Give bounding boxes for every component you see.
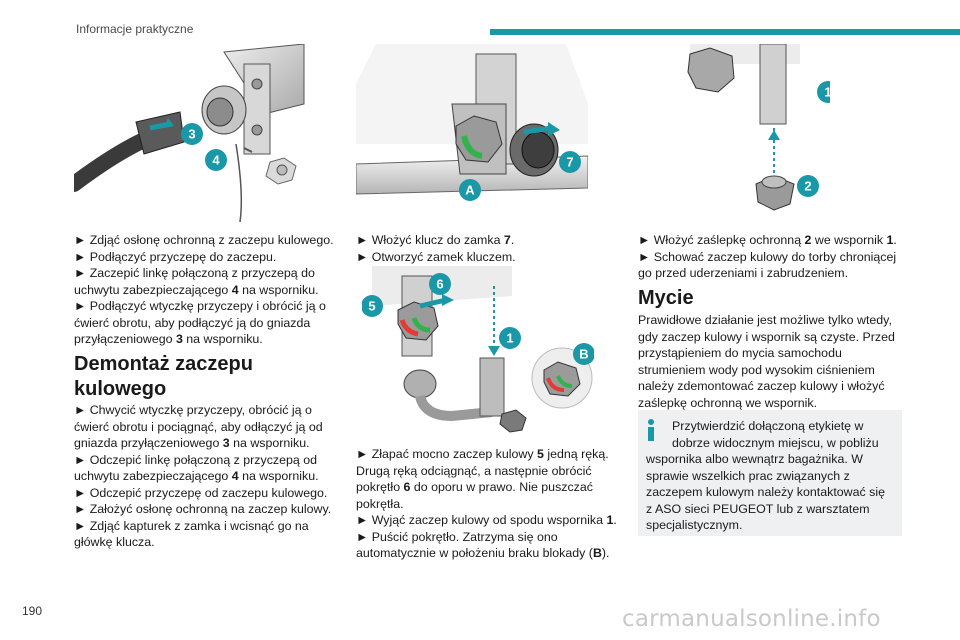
figure-insert-key: 7 A: [356, 44, 588, 220]
col3-body-mycie: Prawidłowe działanie jest możliwe tylko …: [638, 313, 895, 410]
callout-7: 7: [566, 155, 573, 170]
callout-B: B: [579, 347, 588, 362]
figure-remove-ball: 5 6 1 B: [362, 266, 594, 434]
heading-mycie: Mycie: [638, 287, 694, 309]
step: ► Założyć osłonę ochronną na zaczep kulo…: [74, 502, 332, 516]
step: ► Puścić pokrętło. Zatrzyma się ono auto…: [356, 529, 610, 561]
callout-2: 2: [804, 179, 811, 194]
figure-connect-trailer: 3 4: [74, 44, 306, 224]
step: ► Złapać mocno zaczep kulowy 5 jedną ręk…: [356, 447, 609, 511]
callout-5: 5: [368, 299, 375, 314]
col1-steps-connect: ► Zdjąć osłonę ochronną z zaczepu kulowe…: [74, 232, 336, 348]
info-text-rest: wspornika albo wewnątrz bagażnika. W spr…: [646, 452, 885, 532]
col2-steps-remove: ► Złapać mocno zaczep kulowy 5 jedną ręk…: [356, 446, 618, 562]
page-number: 190: [22, 604, 43, 618]
step: ► Otworzyć zamek kluczem.: [356, 249, 516, 264]
step: ► Odczepić linkę połączoną z przyczepą o…: [74, 452, 319, 484]
watermark: carmanualsonline.info: [622, 606, 881, 632]
step: ► Włożyć klucz do zamka 7.: [356, 233, 515, 247]
callout-4: 4: [212, 153, 220, 168]
step: ► Zdjąć osłonę ochronną z zaczepu kulowe…: [74, 233, 334, 247]
info-box: Przytwierdzić dołączoną etykietę w dobrz…: [638, 410, 902, 536]
col3-steps-cap: ► Włożyć zaślepkę ochronną 2 we wspornik…: [638, 232, 902, 282]
figure-protective-cap: 1 2: [650, 44, 830, 220]
info-text-first: Przytwierdzić dołączoną etykietę w dobrz…: [672, 419, 879, 450]
step: ► Zdjąć kapturek z zamka i wcisnąć go na…: [74, 518, 309, 550]
step: ► Włożyć zaślepkę ochronną 2 we wspornik…: [638, 233, 897, 247]
col2-steps-key: ► Włożyć klucz do zamka 7. ► Otworzyć za…: [356, 232, 618, 265]
step: ► Chwycić wtyczkę przyczepy, obrócić ją …: [74, 403, 323, 450]
callout-1: 1: [506, 331, 513, 346]
step: ► Wyjąć zaczep kulowy od spodu wspornika…: [356, 513, 617, 527]
step: ► Schować zaczep kulowy do torby chronią…: [638, 249, 897, 281]
callout-6: 6: [436, 277, 443, 292]
step: ► Zaczepić linkę połączoną z przyczepą d…: [74, 266, 319, 297]
col1-steps-remove: ► Chwycić wtyczkę przyczepy, obrócić ją …: [74, 402, 336, 551]
info-text: Przytwierdzić dołączoną etykietę w dobrz…: [646, 418, 892, 534]
page-header-title: Informacje praktyczne: [76, 22, 194, 36]
step: ► Odczepić przyczepę od zaczepu kulowego…: [74, 485, 328, 500]
callout-3: 3: [188, 127, 195, 142]
callout-A: A: [465, 183, 475, 198]
step: ► Podłączyć wtyczkę przyczepy i obrócić …: [74, 299, 326, 346]
step: ► Podłączyć przyczepę do zaczepu.: [74, 249, 277, 264]
info-icon: [648, 419, 654, 441]
header-accent-bar: [490, 29, 960, 35]
heading-demontaz: Demontaż zaczepu kulowego: [74, 353, 253, 400]
callout-1: 1: [824, 85, 830, 100]
